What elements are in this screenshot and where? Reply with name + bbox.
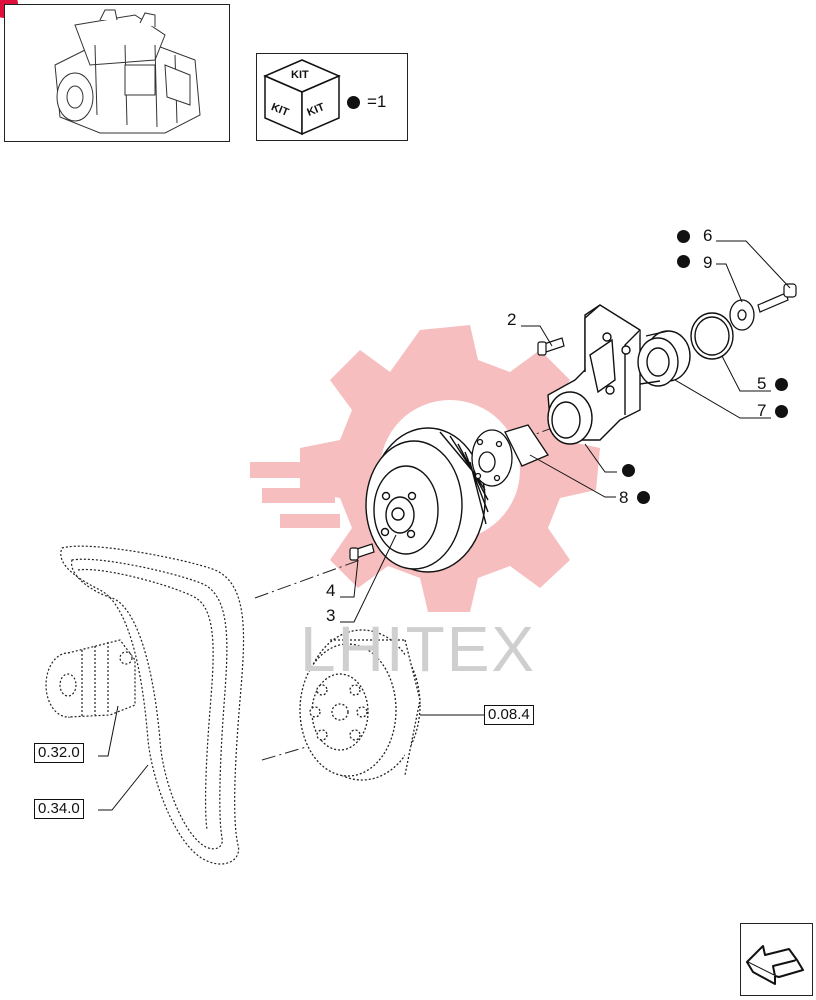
kit-dot-icon <box>775 405 788 418</box>
reference-0-08-4[interactable]: 0.08.4 <box>484 705 534 725</box>
kit-label-top: KIT <box>291 69 309 81</box>
pulley-bracket <box>547 304 641 445</box>
watermark-text: LHITEX <box>300 613 537 685</box>
callout-3: 3 <box>326 606 336 625</box>
kit-dot-icon <box>347 96 360 109</box>
callout-9: 9 <box>703 253 713 272</box>
engine-icon <box>54 9 201 134</box>
kit-legend: KIT KIT KIT =1 <box>256 53 408 141</box>
kit-dot-icon <box>775 378 788 391</box>
kit-dot-icon <box>677 255 690 268</box>
crankshaft-gear <box>299 629 421 781</box>
callout-8: 8 <box>619 488 629 507</box>
v-belt <box>60 545 245 865</box>
bolt-6 <box>757 283 797 313</box>
arrow-icon <box>746 945 804 985</box>
engine-thumbnail <box>4 4 230 142</box>
snap-ring <box>690 312 734 360</box>
pulley-hub <box>471 424 549 487</box>
damper-pulley <box>365 427 489 573</box>
callout-4: 4 <box>326 581 336 600</box>
kit-quantity: =1 <box>367 92 387 111</box>
navigation-button[interactable] <box>740 923 813 996</box>
kit-dot-icon <box>677 230 690 243</box>
callout-5: 5 <box>757 374 767 393</box>
washer <box>729 299 755 331</box>
kit-dot-icon <box>622 464 635 477</box>
reference-0-32-0[interactable]: 0.32.0 <box>34 743 84 763</box>
callout-2: 2 <box>507 310 517 329</box>
reference-0-34-0[interactable]: 0.34.0 <box>34 799 84 819</box>
leader-lines <box>98 240 791 811</box>
callout-7: 7 <box>757 401 767 420</box>
kit-dot-icon <box>637 491 650 504</box>
belt-tensioner <box>45 639 136 718</box>
bolt-4 <box>349 543 375 561</box>
callout-6: 6 <box>703 226 713 245</box>
kit-cube-icon <box>263 59 341 136</box>
bearing <box>637 330 691 387</box>
bolt-2 <box>537 337 565 356</box>
